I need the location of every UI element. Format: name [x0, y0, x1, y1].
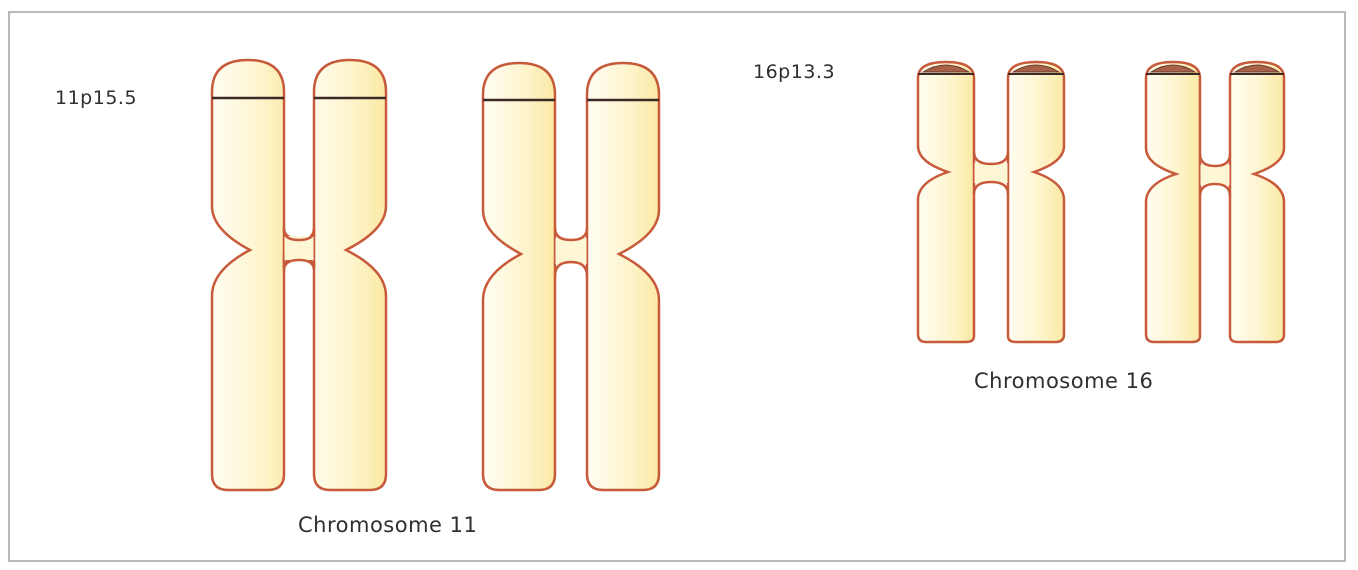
caption-chromosome-16: Chromosome 16	[974, 369, 1153, 393]
chromatid-11b-left	[483, 63, 555, 490]
chromatid-16b-left	[1146, 62, 1200, 342]
centromere-16b-bottom	[1200, 184, 1230, 196]
chromosome-16-homolog-b	[1146, 62, 1284, 342]
band-label-16p13-3: 16p13.3	[753, 61, 835, 83]
chromatid-16b-right	[1230, 62, 1284, 342]
band-label-11p15-5: 11p15.5	[55, 87, 137, 109]
centromere-16a-top	[974, 152, 1008, 164]
chromatid-16a-left	[918, 62, 974, 342]
chromosome-16-homolog-a	[918, 62, 1064, 342]
centromere-16a-bottom	[974, 182, 1008, 194]
centromere-11b-bottom	[555, 262, 587, 276]
caption-chromosome-11: Chromosome 11	[298, 513, 477, 537]
chromosome-11-homolog-b	[483, 63, 659, 490]
chromatid-11a-left	[212, 60, 296, 490]
centromere-16b-fill	[1201, 165, 1230, 185]
chromosome-16-pair	[918, 62, 1284, 342]
centromere-16a-fill	[975, 163, 1008, 183]
centromere-16b-top	[1200, 154, 1230, 166]
chromatid-11a-right	[302, 60, 386, 490]
centromere-11a-bottom	[284, 260, 314, 270]
chromatid-11b-right	[587, 63, 659, 490]
chromosome-11-homolog-a	[212, 60, 386, 490]
chromosome-11-pair	[212, 60, 659, 490]
centromere-11b-fill	[556, 238, 587, 264]
chromatid-16a-right	[1008, 62, 1064, 342]
